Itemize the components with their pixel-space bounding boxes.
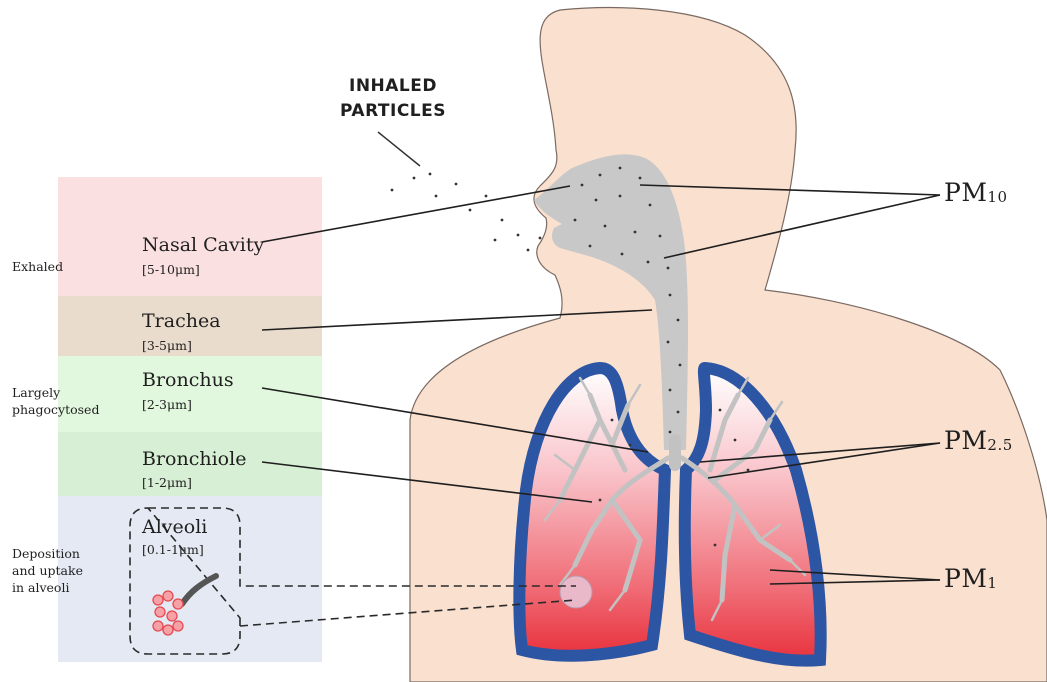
pm1-label: PM1 <box>944 564 997 593</box>
fate-phagocytosed: Largely phagocytosed <box>12 384 99 418</box>
alveolar-cluster-icon <box>153 591 183 635</box>
pm1-subscript: 1 <box>987 574 997 592</box>
trachea-size: [3-5μm] <box>142 338 192 353</box>
header-pointer <box>378 132 420 166</box>
bronchiole-title: Bronchiole <box>142 448 246 470</box>
inhaled-particles-heading: INHALED PARTICLES <box>318 74 468 124</box>
fate-phagocytosed-line-1: Largely <box>12 384 99 401</box>
fate-deposition: Deposition and uptake in alveoli <box>12 545 83 596</box>
pm10-label: PM10 <box>944 178 1008 207</box>
heading-line-1: INHALED <box>318 74 468 99</box>
bronchiole-size: [1-2μm] <box>142 475 192 490</box>
pm25-label: PM2.5 <box>944 426 1013 455</box>
alveoli-title: Alveoli <box>142 516 207 538</box>
pm10-subscript: 10 <box>987 188 1007 206</box>
pm25-subscript: 2.5 <box>987 436 1012 454</box>
trachea-title: Trachea <box>142 310 221 332</box>
mini-bronchiole-icon <box>182 576 216 604</box>
fate-deposition-line-2: and uptake <box>12 562 83 579</box>
nasal-cavity-size: [5-10μm] <box>142 262 200 277</box>
alveoli-size: [0.1-1μm] <box>142 542 204 557</box>
nasal-cavity-title: Nasal Cavity <box>142 234 264 256</box>
pm25-base: PM <box>944 426 987 455</box>
fate-deposition-line-1: Deposition <box>12 545 83 562</box>
heading-line-2: PARTICLES <box>318 99 468 124</box>
pm10-base: PM <box>944 178 987 207</box>
bronchus-size: [2-3μm] <box>142 397 192 412</box>
fate-exhaled: Exhaled <box>12 258 63 275</box>
pm1-base: PM <box>944 564 987 593</box>
fate-exhaled-text: Exhaled <box>12 258 63 275</box>
alveolus-highlight <box>560 576 592 608</box>
fate-deposition-line-3: in alveoli <box>12 579 83 596</box>
bronchus-title: Bronchus <box>142 369 234 391</box>
fate-phagocytosed-line-2: phagocytosed <box>12 401 99 418</box>
